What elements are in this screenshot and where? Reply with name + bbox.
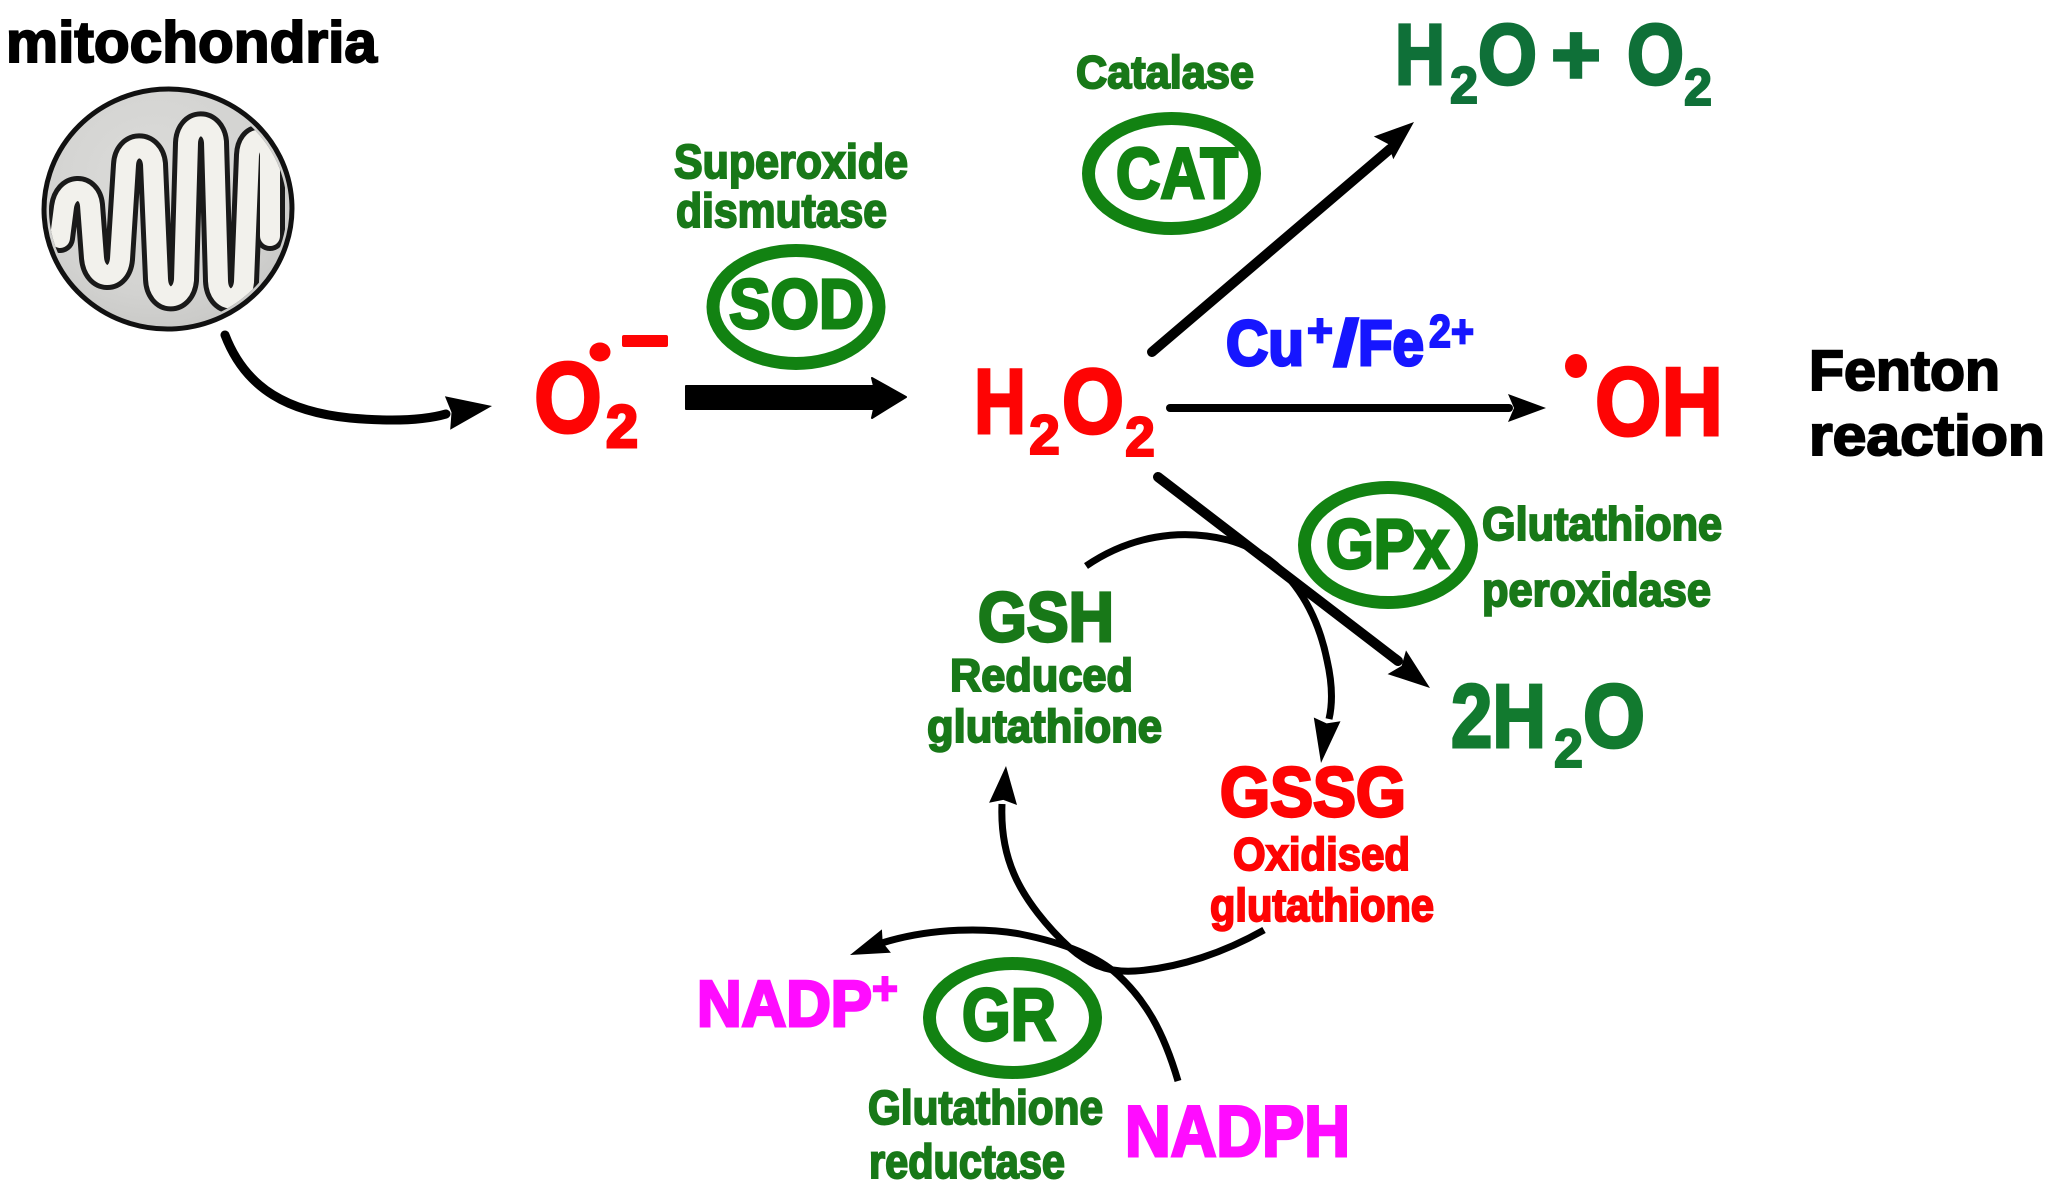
svg-text:glutathione: glutathione [927, 700, 1162, 752]
svg-text:2: 2 [1125, 405, 1155, 468]
svg-text:GSSG: GSSG [1220, 753, 1406, 831]
svg-text:H: H [1395, 7, 1445, 103]
svg-text:NADPH: NADPH [1125, 1092, 1350, 1172]
svg-text:SOD: SOD [729, 265, 864, 343]
svg-text:Cu: Cu [1226, 307, 1304, 379]
svg-text:2: 2 [1450, 57, 1478, 115]
svg-text:H: H [974, 351, 1026, 453]
svg-text:2: 2 [1029, 403, 1060, 466]
svg-text:O: O [1583, 667, 1645, 767]
svg-text:Fe: Fe [1358, 307, 1424, 379]
svg-text:O: O [1062, 351, 1124, 453]
svg-text:+: + [872, 962, 898, 1014]
svg-text:Oxidised: Oxidised [1233, 828, 1410, 880]
svg-text:Glutathione: Glutathione [1482, 497, 1722, 550]
svg-text:CAT: CAT [1116, 134, 1238, 214]
svg-text:+: + [1551, 7, 1601, 103]
svg-text:Reduced: Reduced [950, 649, 1133, 701]
svg-text:reaction: reaction [1809, 404, 2045, 468]
svg-text:O: O [1478, 7, 1537, 103]
svg-text:reductase: reductase [869, 1136, 1065, 1184]
svg-text:GSH: GSH [978, 578, 1114, 656]
svg-text:2H: 2H [1451, 667, 1546, 767]
svg-text:2+: 2+ [1429, 305, 1474, 357]
svg-text:GPx: GPx [1326, 505, 1449, 583]
svg-text:2: 2 [1554, 719, 1583, 779]
svg-text:2: 2 [606, 393, 638, 460]
svg-text:O: O [534, 342, 602, 454]
svg-text:Superoxide: Superoxide [674, 136, 908, 189]
svg-text:peroxidase: peroxidase [1482, 563, 1711, 616]
svg-text:Fenton: Fenton [1809, 339, 2000, 403]
svg-text:glutathione: glutathione [1210, 879, 1434, 931]
svg-text:+: + [1307, 304, 1333, 356]
svg-text:GR: GR [962, 973, 1056, 1056]
svg-text:OH: OH [1595, 347, 1723, 456]
svg-text:/: / [1334, 307, 1358, 379]
svg-text:Catalase: Catalase [1076, 46, 1254, 98]
svg-text:dismutase: dismutase [676, 185, 887, 238]
svg-text:Glutathione: Glutathione [868, 1082, 1103, 1135]
svg-text:2: 2 [1684, 59, 1712, 117]
svg-text:NADP: NADP [697, 967, 872, 1040]
svg-text:mitochondria: mitochondria [6, 10, 378, 75]
svg-text:O: O [1627, 7, 1684, 103]
